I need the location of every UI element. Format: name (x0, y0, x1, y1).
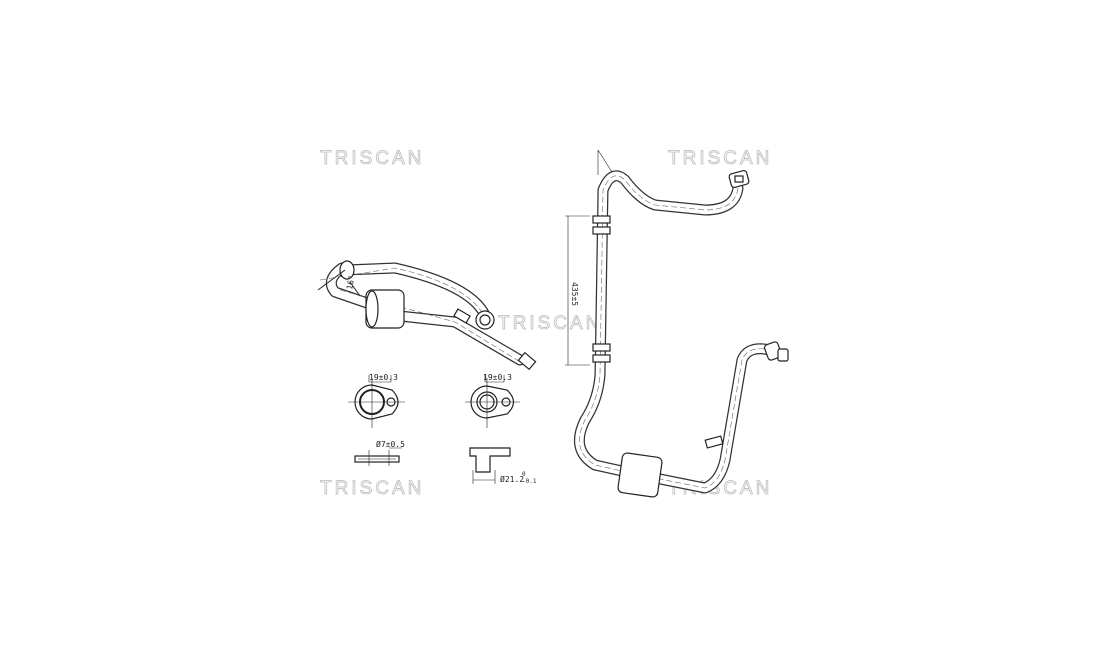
watermark-center: TRISCAN (498, 313, 603, 335)
crimp-ring-lower (592, 343, 611, 363)
muffler-cylinder (617, 452, 663, 498)
watermark-top-left: TRISCAN (320, 148, 425, 170)
flange-view-a: 19±0.3 Ø7±0.5 (348, 373, 405, 466)
watermark-top-right: TRISCAN (668, 148, 773, 170)
connector-right (763, 341, 789, 362)
svg-text:-0.1: -0.1 (522, 478, 537, 485)
connector-top (728, 169, 750, 189)
svg-text:0: 0 (522, 471, 526, 478)
pipe-length-label: 435±5 (570, 282, 579, 306)
crimp-ring-upper (592, 215, 611, 235)
left-pipe-assembly: 16° (317, 260, 537, 371)
bend-angle-label: 16° (345, 275, 356, 291)
watermark-bottom-left: TRISCAN (320, 478, 425, 500)
right-pipe-assembly: 435±5 (565, 149, 789, 498)
hole-diameter-label: Ø7±0.5 (376, 439, 405, 449)
flange-view-b: 19±0.3 Ø21.2 0 -0.1 (465, 373, 537, 485)
flange-a-width-label: 19±0.3 (369, 373, 398, 382)
bore-diameter-label: Ø21.2 (500, 474, 524, 484)
service-port (704, 435, 724, 449)
flange-b-width-label: 19±0.3 (483, 373, 512, 382)
flange-b-section (469, 447, 511, 473)
